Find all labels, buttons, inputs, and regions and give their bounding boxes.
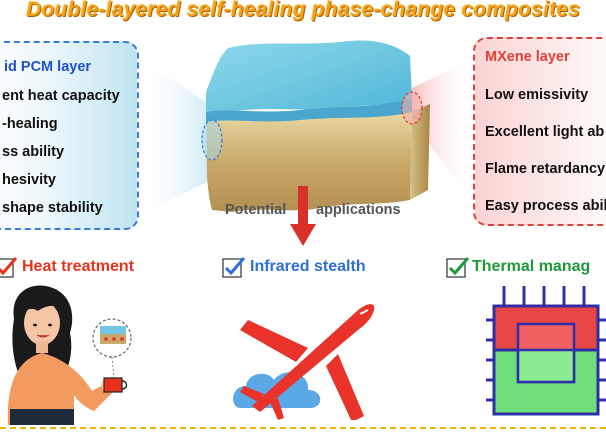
chip-icon [486,286,606,416]
pcm-layer-heading: id PCM layer [4,59,92,75]
infrared-stealth-label: Infrared stealth [250,258,366,275]
mxene-property-3: Flame retardancy [485,161,606,177]
woman-illustration [7,285,115,425]
thermal-management-label: Thermal manag [472,258,591,275]
pcm-property-1: ent heat capacity [2,88,120,104]
down-arrow-icon [290,224,316,246]
pcm-property-5: shape stability [2,200,103,216]
mxene-layer-panel: MXene layer Low emissivity Excellent lig… [473,37,606,226]
mxene-property-1: Low emissivity [485,87,589,103]
pcm-property-4: hesivity [2,172,56,188]
mxene-property-2: Excellent light ab [485,124,605,140]
checkbox-check-icon [222,257,246,278]
bottom-divider [0,427,606,429]
pcm-property-2: -healing [2,116,58,132]
composite-block-icon [140,40,472,246]
page-title: Double-layered self-healing phase-change… [25,0,580,21]
right-light-beam [412,60,472,200]
left-light-beam [140,58,215,215]
pcm-layer-panel: id PCM layer ent heat capacity -healing … [0,41,139,230]
airplane-icon [233,304,375,420]
checkbox-check-icon [0,257,18,278]
pcm-property-3: ss ability [2,144,65,160]
heat-treatment-label: Heat treatment [22,258,135,275]
applications-label: applications [316,202,401,218]
mxene-layer-heading: MXene layer [485,49,570,65]
mxene-highlight-ellipse [401,91,423,125]
checkbox-check-icon [446,257,470,278]
mxene-property-4: Easy process abil [485,198,606,214]
cup-icon [92,318,132,393]
potential-label: Potential [225,202,287,218]
pcm-highlight-ellipse [201,119,223,161]
